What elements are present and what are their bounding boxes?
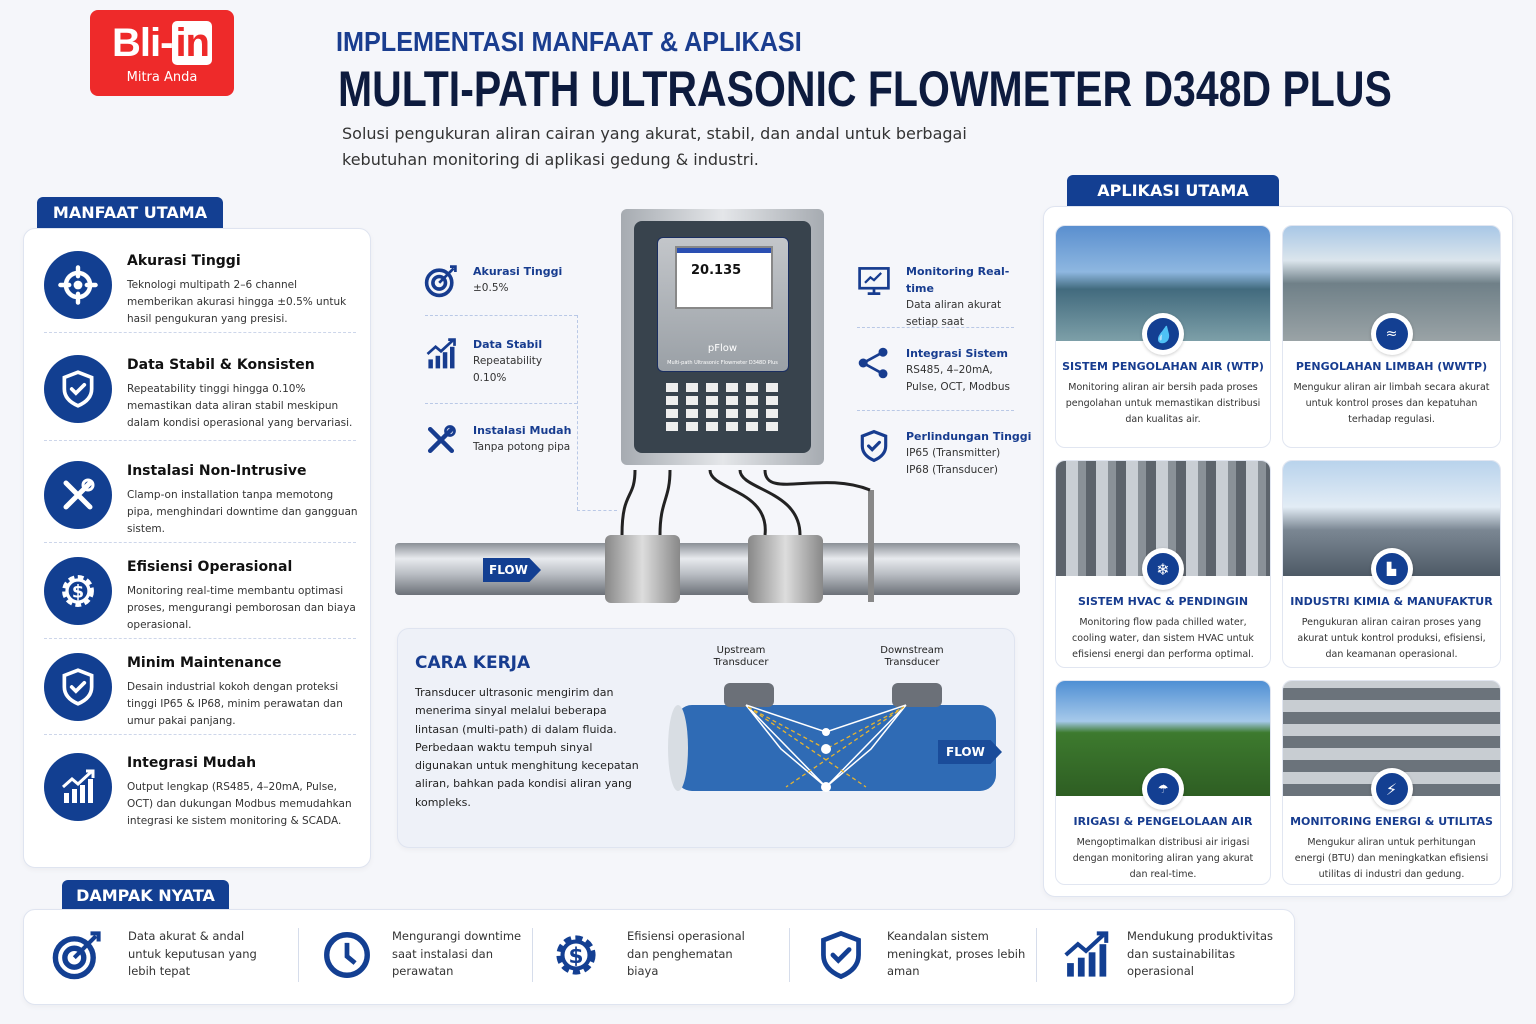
energy-utility-photo: ⚡ (1283, 681, 1500, 810)
benefit-title: Instalasi Non-Intrusive (127, 463, 307, 479)
factory-icon: ▙ (1375, 553, 1408, 585)
benefit-title: Akurasi Tinggi (127, 253, 241, 269)
flowmeter-device: 20.135 pFlow Multi-path Ultrasonic Flowm… (621, 209, 824, 465)
chart-up-icon (1059, 928, 1113, 982)
app-card-wtp: 💧SISTEM PENGOLAHAN AIR (WTP)Monitoring a… (1055, 225, 1271, 448)
wtp-photo: 💧 (1056, 226, 1270, 355)
tools-icon (44, 461, 112, 529)
how-it-works-heading: CARA KERJA (415, 653, 531, 673)
wastewater-icon: ≈ (1375, 318, 1408, 350)
upstream-label: Upstream Transducer (713, 645, 769, 668)
benefit-text: Monitoring real-time membantu optimasi p… (127, 585, 356, 631)
target-icon (50, 928, 104, 982)
flow-arrow: FLOW (938, 740, 1002, 764)
clock-icon (320, 928, 374, 982)
how-it-works-panel: CARA KERJA Transducer ultrasonic mengiri… (397, 628, 1015, 848)
benefit-text: Repeatability tinggi hingga 0.10% memast… (127, 383, 353, 429)
wwtp-photo: ≈ (1283, 226, 1500, 355)
benefit-title: Efisiensi Operasional (127, 559, 293, 575)
benefit-title: Data Stabil & Konsisten (127, 357, 315, 373)
device-keypad[interactable] (666, 383, 784, 435)
benefit-title: Minim Maintenance (127, 655, 282, 671)
water-drop-icon: 💧 (1147, 318, 1179, 350)
page-title: MULTI-PATH ULTRASONIC FLOWMETER D348D PL… (338, 61, 1392, 117)
impact-heading: DAMPAK NYATA (62, 880, 229, 910)
shield-check-icon (856, 428, 892, 464)
page-subtitle: IMPLEMENTASI MANFAAT & APLIKASI (336, 26, 802, 57)
benefits-heading: MANFAAT UTAMA (37, 197, 223, 228)
temperature-probe (868, 490, 874, 602)
page-description: Solusi pengukuran aliran cairan yang aku… (342, 124, 967, 169)
benefit-text: Clamp-on installation tanpa memotong pip… (127, 489, 358, 535)
irrigation-photo: ☂ (1056, 681, 1270, 810)
benefit-text: Output lengkap (RS485, 4–20mA, Pulse, OC… (127, 781, 352, 827)
how-it-works-text: Transducer ultrasonic mengirim dan mener… (415, 686, 639, 809)
multipath-diagram (668, 683, 996, 792)
impact-panel: Data akurat & andal untuk keputusan yang… (23, 909, 1295, 1005)
logo: Bli-in Mitra Anda (90, 10, 234, 96)
tools-icon (423, 422, 459, 458)
monitor-chart-icon (856, 263, 892, 299)
benefit-text: Desain industrial kokoh dengan proteksi … (127, 681, 343, 727)
gear-dollar-icon (549, 928, 603, 982)
shield-check-icon (44, 653, 112, 721)
chemical-plant-photo: ▙ (1283, 461, 1500, 590)
app-card-wwtp: ≈PENGOLAHAN LIMBAH (WWTP)Mengukur aliran… (1282, 225, 1501, 448)
snowflake-icon: ❄ (1147, 553, 1179, 585)
downstream-label: Downstream Transducer (880, 645, 944, 668)
shield-check-icon (44, 355, 112, 423)
benefit-title: Integrasi Mudah (127, 755, 257, 771)
device-brand: pFlow (707, 343, 738, 354)
device-model: Multi-path Ultrasonic Flowmeter D348D Pl… (667, 360, 778, 366)
shield-check-icon (814, 928, 868, 982)
clamp-upstream (605, 535, 680, 603)
sprinkler-icon: ☂ (1147, 773, 1179, 805)
benefit-text: Teknologi multipath 2–6 channel memberik… (127, 279, 347, 325)
target-icon (423, 263, 459, 299)
applications-heading: APLIKASI UTAMA (1067, 175, 1279, 206)
spec-accuracy: Akurasi Tinggi±0.5% (423, 263, 603, 303)
chart-up-icon (423, 336, 459, 372)
chart-up-icon (44, 753, 112, 821)
lightning-icon: ⚡ (1375, 773, 1408, 805)
hvac-photo: ❄ (1056, 461, 1270, 590)
crosshair-icon (44, 251, 112, 319)
cables (620, 469, 871, 536)
flow-arrow: FLOW (483, 558, 541, 582)
clamp-downstream (748, 535, 823, 603)
device-reading: 20.135 (691, 263, 742, 278)
share-icon (856, 345, 892, 381)
logo-tagline: Mitra Anda (126, 70, 198, 85)
logo-brand: Bli-in (90, 18, 234, 68)
gear-dollar-icon (44, 557, 112, 625)
